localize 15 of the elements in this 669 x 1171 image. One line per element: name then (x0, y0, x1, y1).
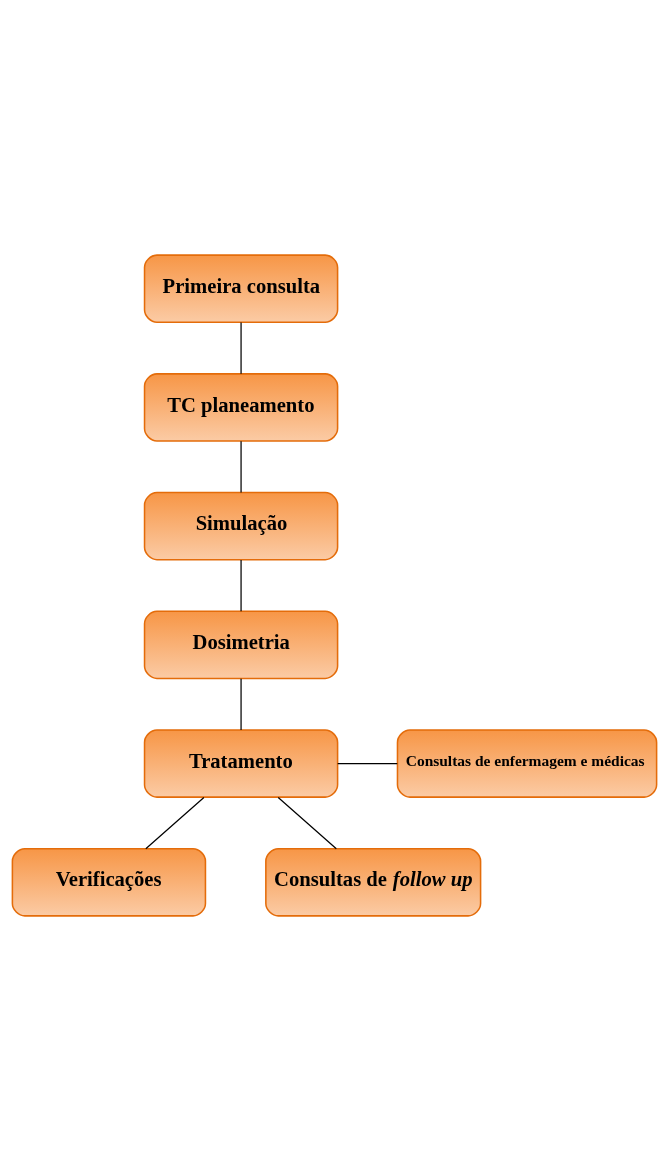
node-box: Dosimetria (143, 610, 339, 680)
connector (240, 321, 242, 375)
node-box: Primeira consulta (143, 254, 339, 323)
node-box: Consultas de follow up (265, 848, 482, 917)
node-box: TC planeamento (143, 373, 339, 442)
node-box: Tratamento (143, 729, 339, 798)
node-box: Verificações (11, 848, 207, 917)
connector (240, 559, 242, 612)
node-box: Consultas de enfermagem e médicas (396, 729, 658, 798)
node-box: Simulação (143, 491, 339, 561)
connector (145, 796, 205, 850)
connector (337, 762, 398, 765)
connector (277, 796, 337, 850)
connector (240, 440, 242, 494)
connector (240, 678, 242, 731)
